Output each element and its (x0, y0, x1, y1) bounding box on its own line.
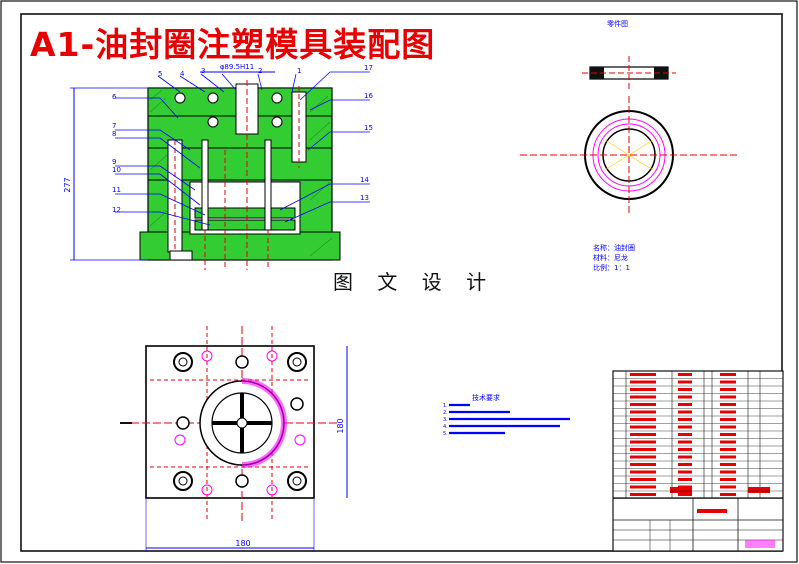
part-number-9: 9 (112, 158, 116, 166)
part-number-6: 6 (112, 93, 117, 101)
part-note-material: 材料：尼龙 (593, 253, 628, 262)
watermark-text: 图 文 设 计 (333, 270, 496, 294)
svg-text:4.: 4. (443, 424, 448, 430)
part-number-13: 13 (360, 194, 369, 202)
part-number-7: 7 (112, 122, 116, 130)
part-number-5: 5 (158, 70, 162, 78)
part-view-label: 零件图 (607, 19, 628, 28)
plan-height-dimension: 180 (336, 418, 345, 433)
svg-text:3.: 3. (443, 417, 448, 423)
part-note-name: 名称：油封圈 (593, 243, 635, 252)
svg-text:5.: 5. (443, 431, 448, 437)
part-number-8: 8 (112, 130, 116, 138)
part-note-scale: 比例：1：1 (593, 263, 630, 272)
bottom-width-dimension: 180 (235, 539, 250, 548)
inner-border (20, 13, 783, 552)
tech-req-title: 技术要求 (472, 393, 500, 402)
part-number-3: 3 (201, 67, 205, 75)
svg-text:1.: 1. (443, 403, 448, 409)
part-number-17: 17 (364, 64, 373, 72)
part-number-4: 4 (180, 70, 185, 78)
svg-text:2.: 2. (443, 410, 448, 416)
bom-rows (613, 373, 783, 499)
plan-view (120, 326, 348, 552)
part-number-16: 16 (364, 92, 373, 100)
top-fit-dimension: φ89.5H11 (220, 63, 254, 71)
technical-requirements: 技术要求 1. 2. 3. 4. 5. (443, 393, 570, 437)
part-number-15: 15 (364, 124, 373, 132)
overall-height-dimension: 277 (63, 177, 72, 192)
front-section-view (70, 71, 370, 270)
drawing-title: A1-油封圈注塑模具装配图 (30, 25, 436, 64)
part-number-12: 12 (112, 206, 121, 214)
part-number-1: 1 (297, 67, 301, 75)
part-number-11: 11 (112, 186, 121, 194)
part-number-10: 10 (112, 166, 121, 174)
part-number-2: 2 (258, 67, 262, 75)
part-view: 零件图 名称：油封圈 材料：尼龙 比例：1：1 (520, 19, 738, 272)
part-number-14: 14 (360, 176, 369, 184)
